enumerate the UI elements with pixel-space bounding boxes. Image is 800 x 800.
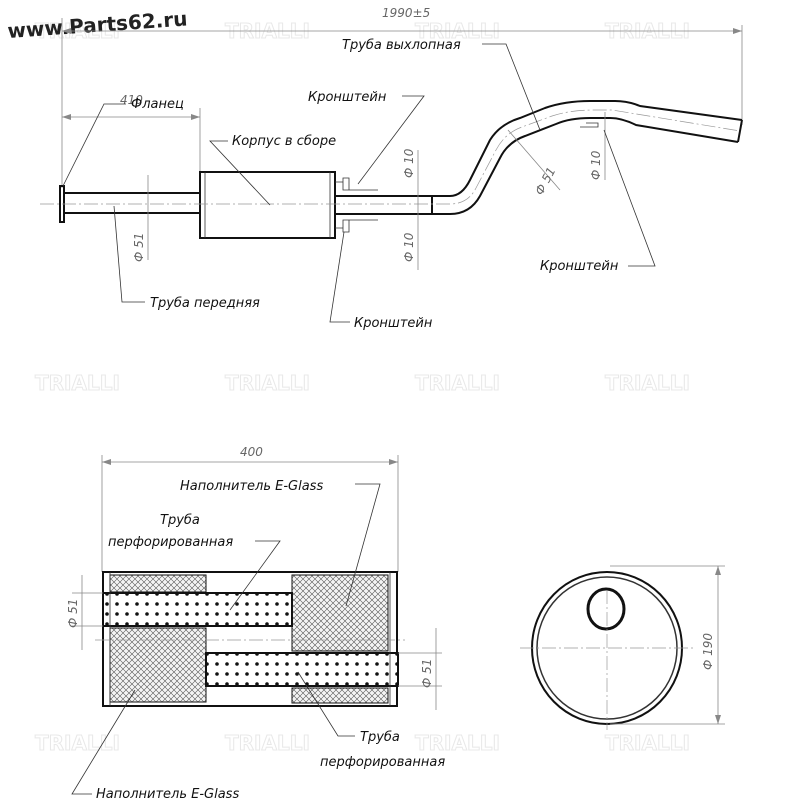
muffler-shell <box>102 571 398 707</box>
watermark: TRIALLI <box>35 731 120 755</box>
label-exhaust-pipe: Труба выхлопная <box>342 38 461 53</box>
watermark: TRIALLI <box>415 371 500 395</box>
filler-left <box>109 627 207 703</box>
watermark: TRIALLI <box>225 371 310 395</box>
filler-top-left <box>109 574 207 593</box>
front-pipe <box>63 192 201 214</box>
top-view: 1990±5 410 Ф 51 Ф 10 Ф 10 Ф 51 Ф 10 Флан… <box>40 6 743 331</box>
watermark: TRIALLI <box>35 371 120 395</box>
label-perf-tube-top-line1: Труба <box>160 513 200 528</box>
exhaust-pipe <box>335 100 743 215</box>
dia-front-pipe: Ф 51 <box>132 233 146 262</box>
dia-bracket-bottom: Ф 10 <box>402 232 416 262</box>
watermark: TRIALLI <box>605 371 690 395</box>
watermark: TRIALLI <box>605 731 690 755</box>
label-perf-tube-bottom-line2: перфорированная <box>320 755 445 770</box>
section-view: 400 Ф 51 Ф 51 Наполнитель E-Glass Труба … <box>66 445 445 800</box>
dia-exhaust-pipe: Ф 51 <box>532 165 558 198</box>
perforated-tube-outlet <box>205 652 399 687</box>
label-filler-bottom: Наполнитель E-Glass <box>96 787 239 800</box>
filler-bottom-right <box>291 687 389 704</box>
label-bracket-bottom: Кронштейн <box>354 316 433 331</box>
watermarks: TRIALLI TRIALLI TRIALLI TRIALLI TRIALLI … <box>35 19 691 756</box>
label-perf-tube-bottom-line1: Труба <box>360 730 400 745</box>
muffler-body <box>199 171 336 239</box>
dia-bracket-right: Ф 10 <box>589 150 603 180</box>
dim-total: 1990±5 <box>382 6 430 20</box>
perforated-tube-inlet <box>102 592 293 627</box>
label-filler-top: Наполнитель E-Glass <box>180 479 323 494</box>
end-view: Ф 190 <box>520 565 725 730</box>
outlet-hole <box>586 587 626 631</box>
dim-front: 410 <box>120 93 143 107</box>
bracket <box>335 177 378 233</box>
dia-inlet: Ф 51 <box>66 599 80 628</box>
label-bracket-right: Кронштейн <box>540 259 619 274</box>
dia-outlet: Ф 51 <box>420 659 434 688</box>
label-bracket-top: Кронштейн <box>308 90 387 105</box>
dim-length: 400 <box>240 445 263 459</box>
label-front-pipe: Труба передняя <box>150 296 260 311</box>
label-perf-tube-top-line2: перфорированная <box>108 535 233 550</box>
filler-right <box>291 574 389 652</box>
label-flange: Фланец <box>131 97 184 112</box>
dia-shell: Ф 190 <box>701 633 715 670</box>
bracket <box>580 122 599 128</box>
dia-bracket-top: Ф 10 <box>402 148 416 178</box>
label-body: Корпус в сборе <box>232 134 336 149</box>
watermark: TRIALLI <box>415 731 500 755</box>
watermark: TRIALLI <box>225 731 310 755</box>
